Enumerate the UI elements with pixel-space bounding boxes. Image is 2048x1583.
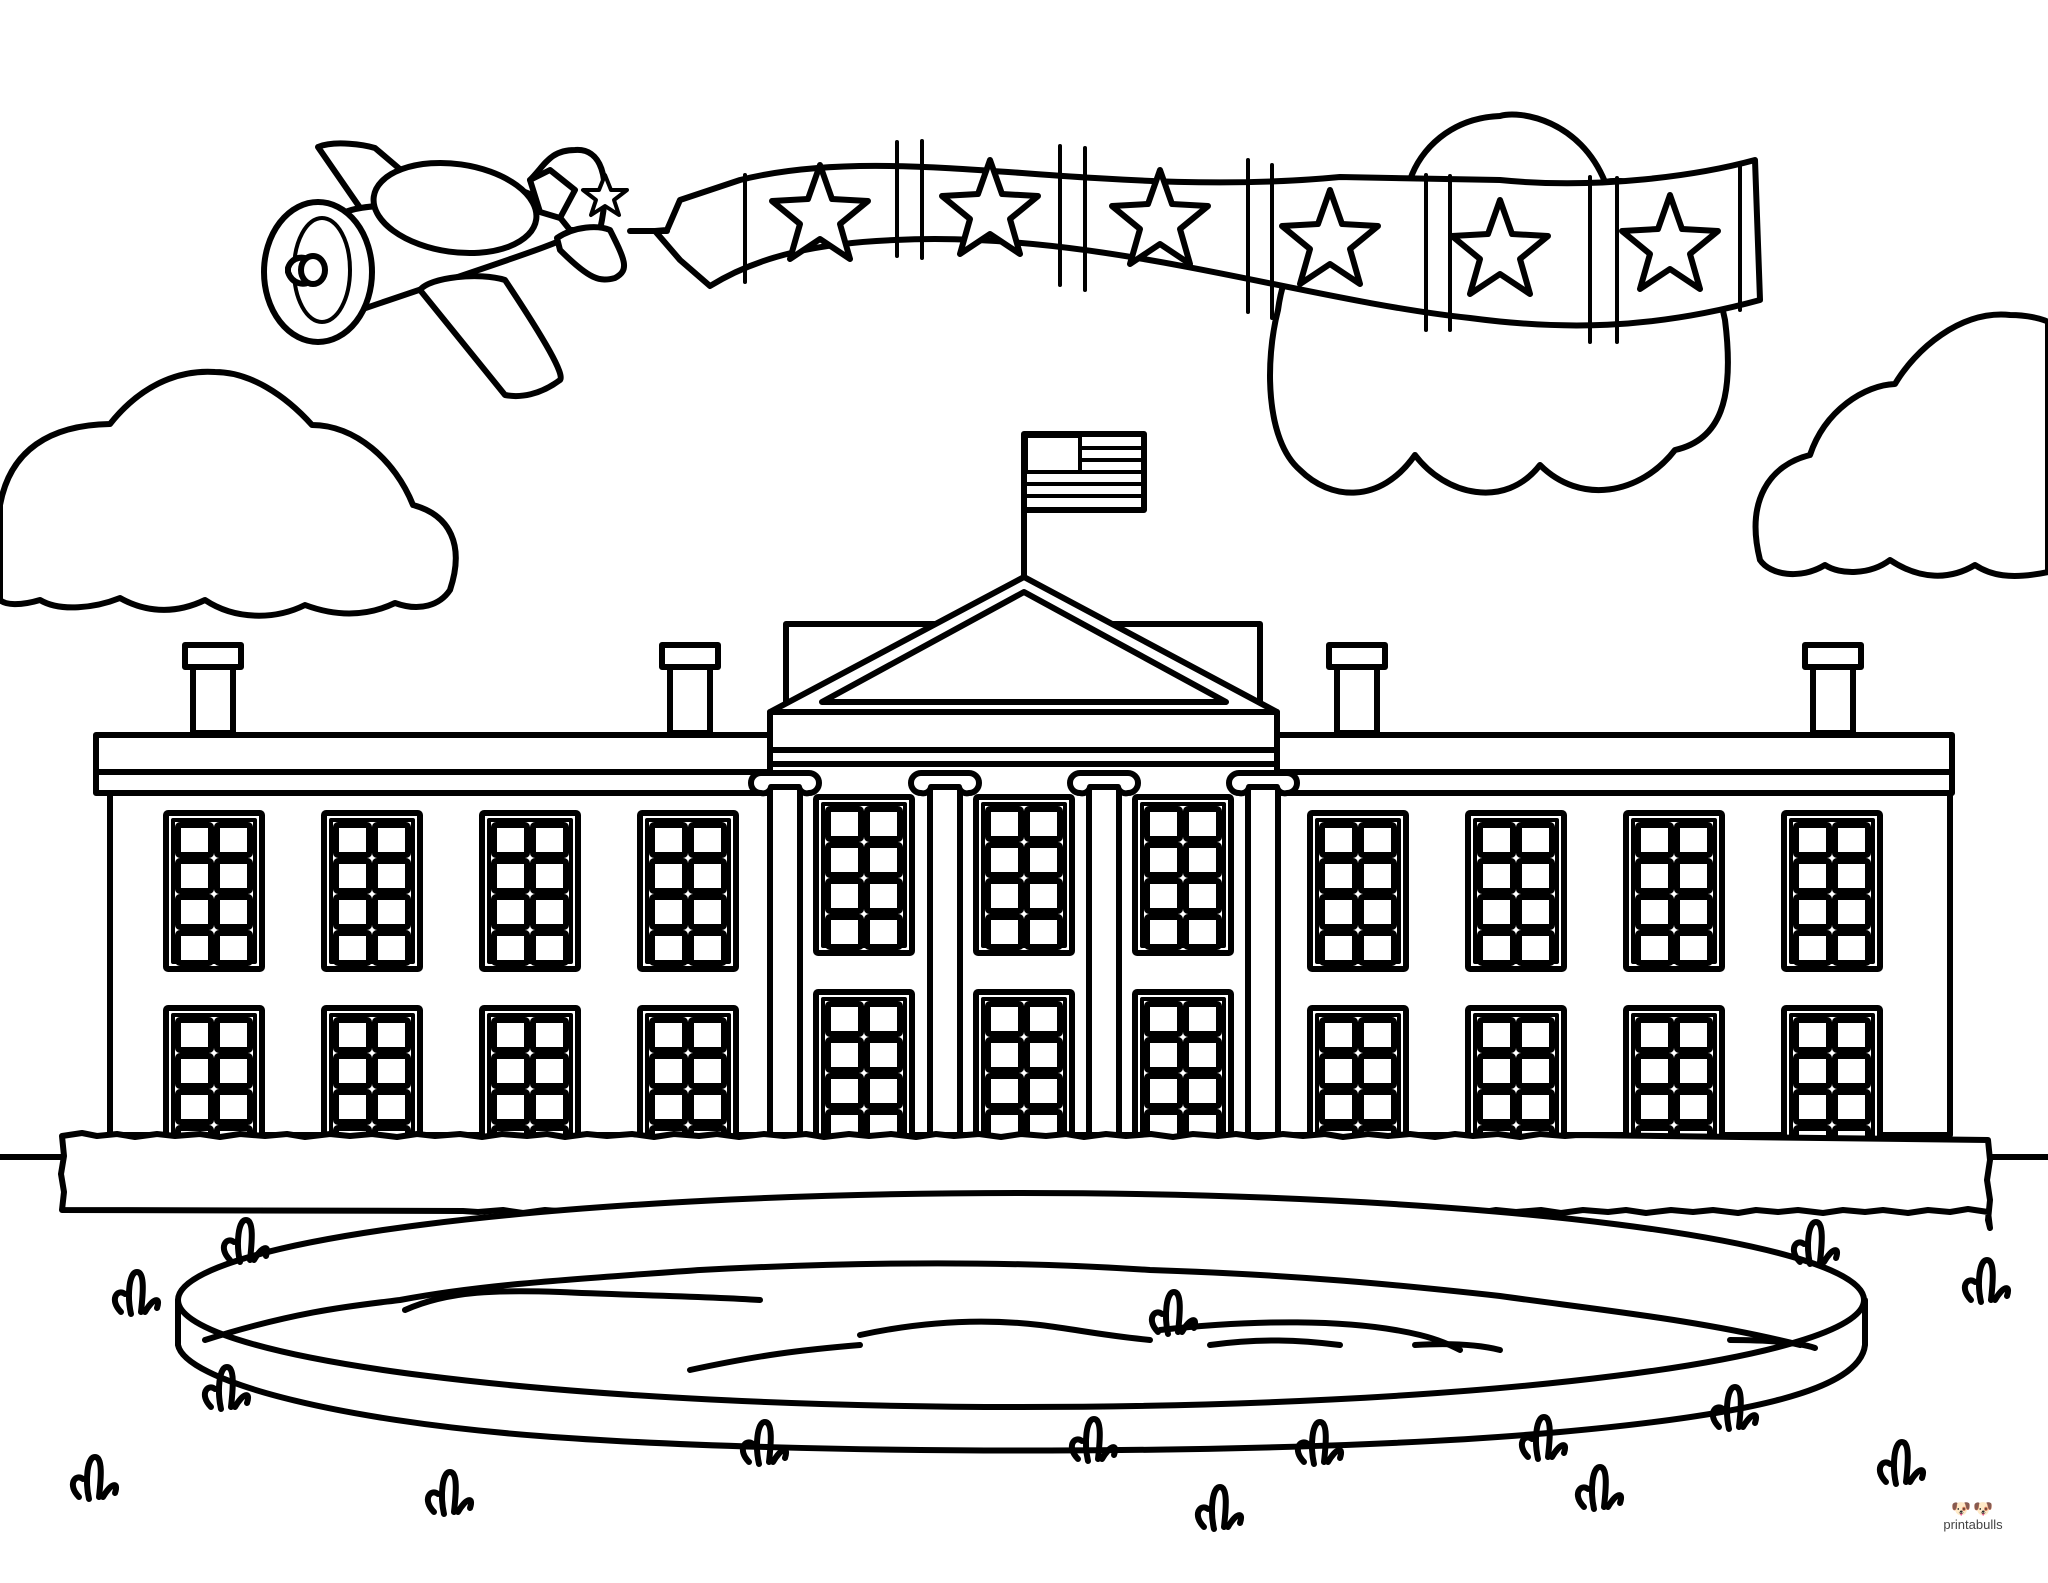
window [640, 813, 736, 969]
grass-icon [1880, 1442, 1923, 1484]
grass-icon [1578, 1467, 1621, 1509]
window [1135, 797, 1231, 953]
bulldog-logo-icon: 🐶🐶 [1951, 1499, 1995, 1518]
window [1626, 813, 1722, 969]
chimney [1805, 645, 1861, 733]
reflecting-pond [175, 1190, 1868, 1454]
grass-icon [115, 1272, 158, 1314]
grass-icon [1965, 1260, 2008, 1302]
airplane-icon [261, 140, 629, 400]
window [816, 992, 912, 1148]
window [166, 813, 262, 969]
window [482, 813, 578, 969]
window [976, 797, 1072, 953]
chimney [662, 645, 718, 733]
grass-icon [1198, 1487, 1241, 1529]
window [1310, 813, 1406, 969]
window [324, 813, 420, 969]
chimney [185, 645, 241, 733]
window [816, 797, 912, 953]
window [1784, 813, 1880, 969]
grass-icon [73, 1457, 116, 1499]
star-banner [627, 139, 1763, 344]
brand-text: printabulls [1943, 1517, 2003, 1532]
window [976, 992, 1072, 1148]
window [1135, 992, 1231, 1148]
window [1468, 813, 1564, 969]
grass-icon [428, 1472, 471, 1514]
cloud-left-icon [0, 368, 459, 619]
printabulls-watermark: 🐶🐶 printabulls [1928, 1500, 2018, 1532]
chimney [1329, 645, 1385, 733]
white-house-building [93, 574, 1955, 1164]
us-flag-icon [1021, 431, 1147, 579]
cloud-right-small-icon [1752, 311, 2048, 579]
